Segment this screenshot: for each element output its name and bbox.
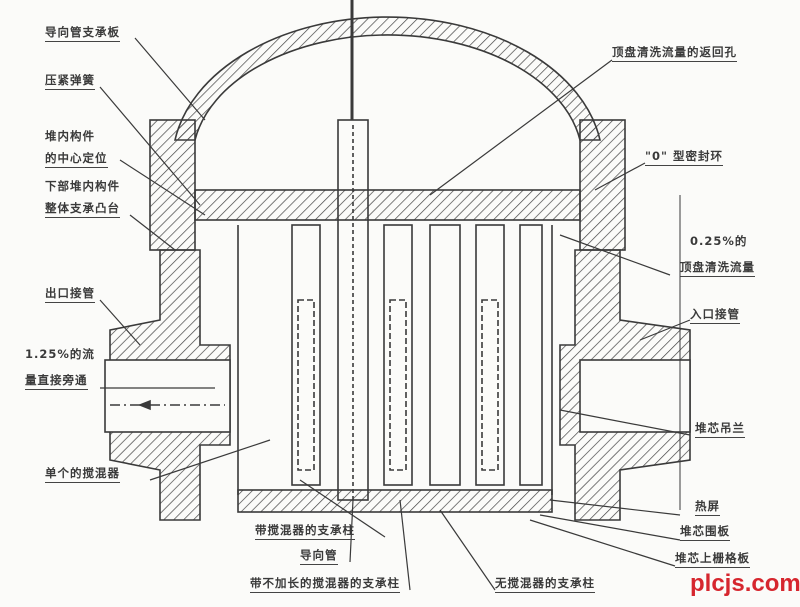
label-flush-1: 0.25%的 [690, 234, 748, 248]
label-guide-tube-support-plate: 导向管支承板 [45, 24, 120, 42]
label-column-no-mixer: 无搅混器的支承柱 [495, 575, 595, 593]
label-flush-2: 顶盘清洗流量 [680, 259, 755, 277]
right-flange [579, 119, 626, 251]
label-inlet-nozzle: 入口接管 [690, 306, 740, 324]
support-columns [291, 224, 543, 486]
label-internals-center-2: 的中心定位 [45, 150, 108, 168]
label-thermal-shield: 热屏 [695, 498, 720, 516]
dome-head [173, 16, 602, 141]
label-column-with-mixer: 带搅混器的支承柱 [255, 522, 355, 540]
label-return-hole: 顶盘清洗流量的返回孔 [612, 44, 737, 62]
watermark: plcjs.com [690, 570, 800, 597]
label-upper-grid: 堆芯上栅格板 [675, 550, 750, 568]
label-hold-down-spring: 压紧弹簧 [45, 72, 95, 90]
label-baffle: 堆芯围板 [680, 523, 730, 541]
label-core-barrel: 堆芯吊兰 [695, 420, 745, 438]
inlet-nozzle-bore [579, 359, 691, 433]
label-guide-tube: 导向管 [300, 547, 338, 565]
left-flange [149, 119, 196, 251]
label-bypass-2: 量直接旁通 [25, 372, 88, 390]
label-column-short-mixer: 带不加长的搅混器的支承柱 [250, 575, 400, 593]
label-bypass-1: 1.25%的流 [25, 347, 95, 361]
label-lower-support-2: 整体支承凸台 [45, 200, 120, 218]
label-o-ring: "0" 型密封环 [645, 148, 723, 166]
outlet-nozzle-bore [104, 359, 231, 433]
guide-tube-support-plate [194, 189, 581, 221]
lower-plate [237, 489, 553, 513]
label-single-mixer: 单个的搅混器 [45, 465, 120, 483]
label-outlet-nozzle: 出口接管 [45, 285, 95, 303]
label-internals-center-1: 堆内构件 [45, 129, 95, 143]
label-lower-support-1: 下部堆内构件 [45, 179, 120, 193]
